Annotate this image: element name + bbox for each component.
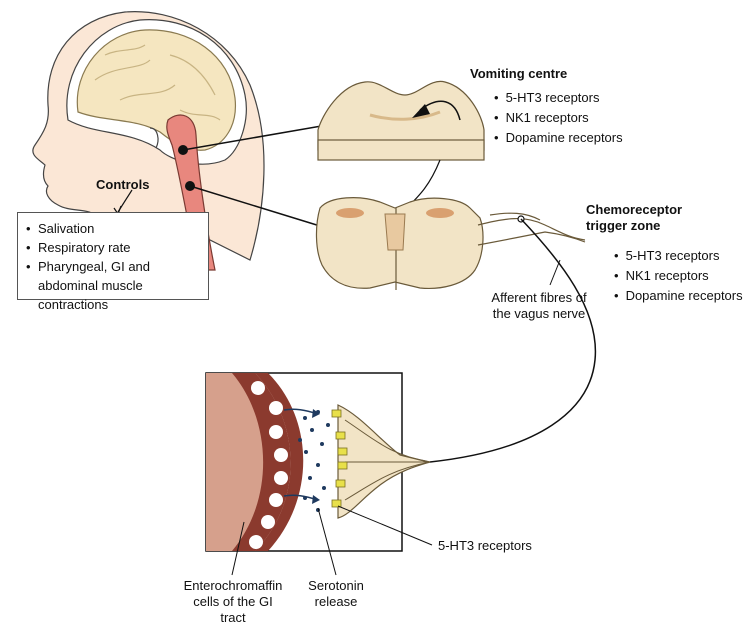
ec-label-line1: Enterochromaffin	[168, 578, 298, 594]
serotonin-label-line1: Serotonin	[296, 578, 376, 594]
vomiting-centre-section	[318, 81, 484, 160]
vomiting-centre-title: Vomiting centre	[470, 66, 567, 82]
ec-label-line2: cells of the GI	[168, 594, 298, 610]
gut-inset	[206, 373, 430, 551]
ctz-section	[316, 198, 585, 290]
controls-item-respiratory: Respiratory rate	[26, 238, 200, 257]
controls-item-muscle-line1: Pharyngeal, GI and	[38, 259, 150, 274]
afferent-line2: the vagus nerve	[474, 306, 604, 322]
ctz-receptor-nk1: NK1 receptors	[614, 266, 743, 286]
vomiting-centre-receptor-list: 5-HT3 receptors NK1 receptors Dopamine r…	[494, 88, 623, 148]
vc-receptor-nk1: NK1 receptors	[494, 108, 623, 128]
controls-item-muscle-line3: contractions	[38, 297, 108, 312]
gut-5ht3-label: 5-HT3 receptors	[438, 538, 532, 554]
vc-receptor-5ht3: 5-HT3 receptors	[494, 88, 623, 108]
controls-item-muscle-line2: abdominal muscle	[38, 278, 143, 293]
ctz-title-line1: Chemoreceptor	[586, 202, 682, 218]
controls-title: Controls	[96, 177, 149, 193]
ctz-receptor-list: 5-HT3 receptors NK1 receptors Dopamine r…	[614, 246, 743, 306]
vc-receptor-dopamine: Dopamine receptors	[494, 128, 623, 148]
serotonin-label-line2: release	[296, 594, 376, 610]
controls-box: Salivation Respiratory rate Pharyngeal, …	[17, 212, 209, 300]
controls-item-muscle: Pharyngeal, GI and abdominal muscle contra…	[26, 257, 200, 314]
ctz-receptor-5ht3: 5-HT3 receptors	[614, 246, 743, 266]
afferent-line1: Afferent fibres of	[474, 290, 604, 306]
ctz-receptor-dopamine: Dopamine receptors	[614, 286, 743, 306]
ctz-title-line2: trigger zone	[586, 218, 660, 234]
ec-label-line3: tract	[168, 610, 298, 626]
controls-item-salivation: Salivation	[26, 219, 200, 238]
